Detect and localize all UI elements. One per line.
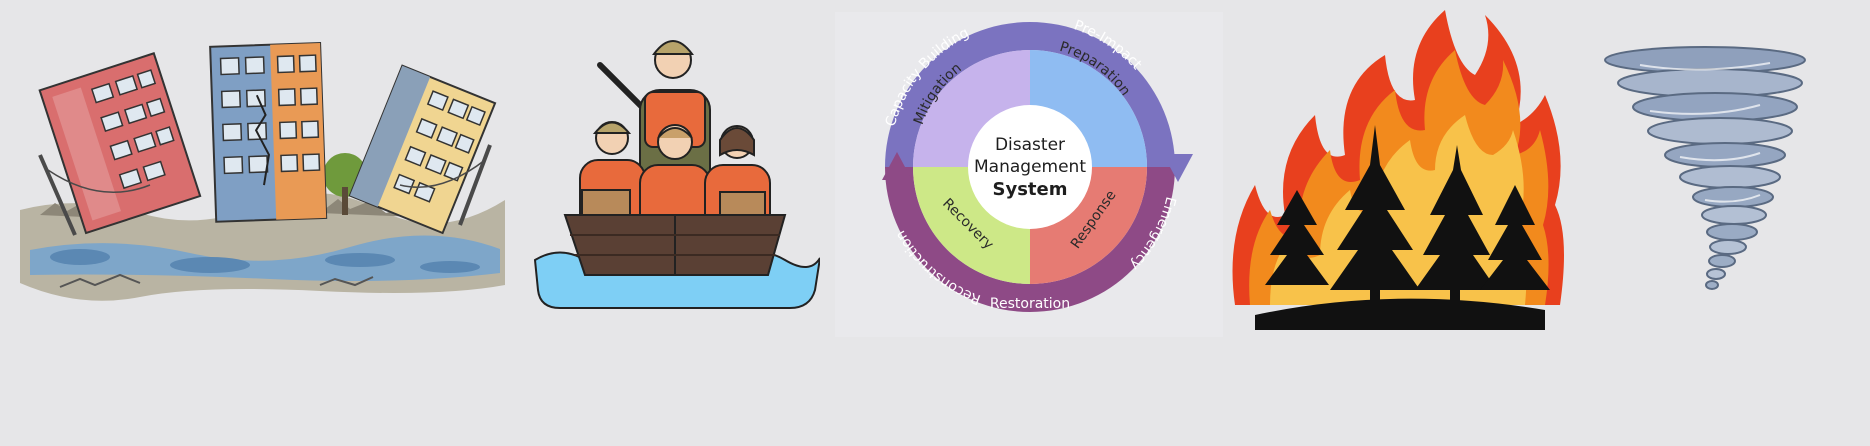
center-circle bbox=[968, 105, 1092, 229]
center-line-3: System bbox=[993, 179, 1068, 200]
outer-ring-pre-impact bbox=[885, 22, 1175, 167]
wildfire-forest-icon bbox=[1225, 5, 1570, 330]
earthquake-collapsed-buildings-icon bbox=[20, 35, 505, 320]
label-restoration: Restoration bbox=[990, 296, 1070, 312]
flood-rescue-boat-icon bbox=[530, 20, 820, 310]
arrow-down-icon bbox=[1163, 154, 1193, 182]
center-line-2: Management bbox=[974, 157, 1086, 177]
disaster-management-cycle-diagram: Disaster Management System Capacity Buil… bbox=[835, 12, 1223, 337]
tornado-icon bbox=[1600, 45, 1815, 300]
center-line-1: Disaster bbox=[995, 135, 1065, 155]
arrow-up-icon bbox=[882, 152, 912, 180]
outer-ring-post-impact bbox=[885, 167, 1175, 312]
